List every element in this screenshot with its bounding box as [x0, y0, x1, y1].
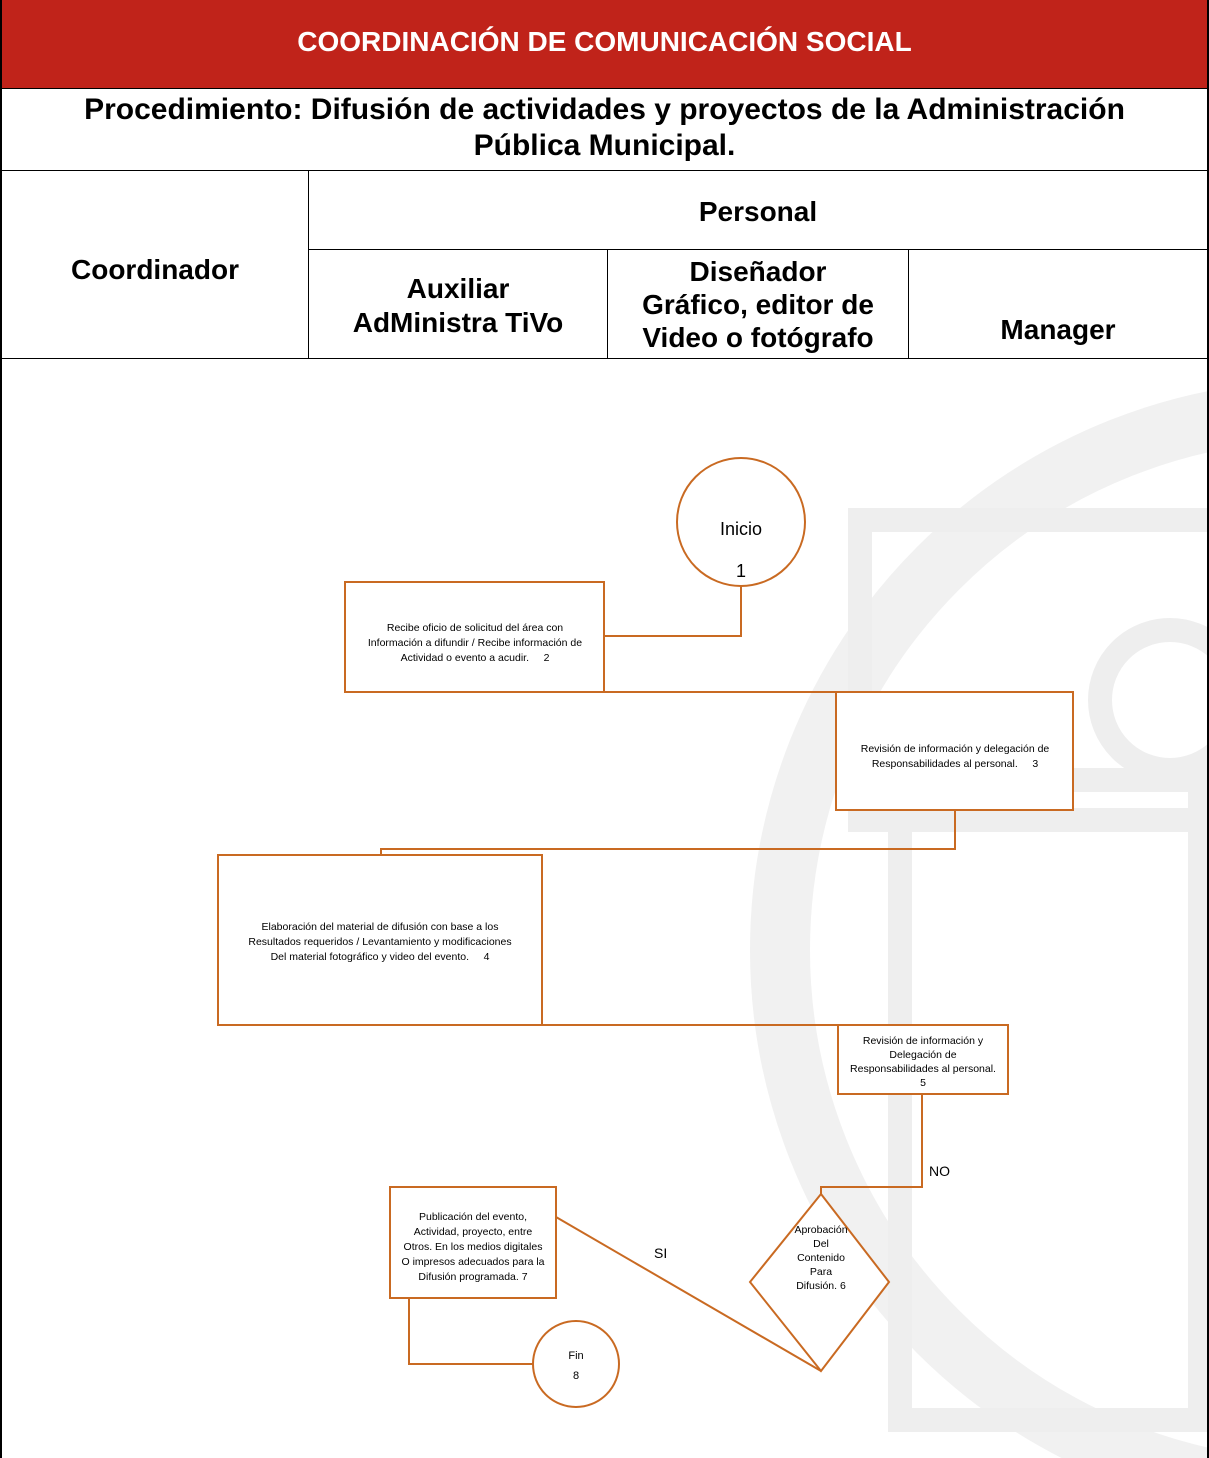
node-step7-box: [389, 1186, 557, 1299]
step5-line1: Revisión de información y: [863, 1035, 984, 1047]
step5-line4: 5: [920, 1077, 926, 1089]
page-title: COORDINACIÓN DE COMUNICACIÓN SOCIAL: [297, 26, 912, 57]
connector-5-6: [820, 1094, 923, 1194]
connector-6-7: [555, 1216, 822, 1372]
header-disenador-line1: Diseñador: [689, 256, 827, 287]
step2-line3: Actividad o evento a acudir. 2: [401, 652, 550, 664]
header-auxiliar: Auxiliar AdMinistra TiVo: [309, 272, 607, 340]
header-disenador-line2: Gráfico, editor de: [642, 289, 874, 320]
node-end-circle: [532, 1320, 620, 1408]
step7-line4: O impresos adecuados para la: [402, 1256, 545, 1268]
step6-line4: Para: [810, 1266, 832, 1278]
node-start-label: Inicio: [720, 519, 762, 539]
step3-line1: Revisión de información y delegación de: [861, 743, 1050, 755]
procedure-title: Procedimiento: Difusión de actividades y…: [0, 92, 1209, 164]
step4-line3: Del material fotográfico y video del eve…: [271, 951, 490, 963]
label-si: SI: [654, 1245, 667, 1261]
header-personal: Personal: [698, 196, 818, 227]
procedure-title-line2: Pública Municipal.: [473, 129, 736, 162]
step6-line3: Contenido: [797, 1252, 845, 1264]
node-start-number: 1: [736, 561, 746, 581]
procedure-title-line1: Procedimiento: Difusión de actividades y…: [84, 93, 1125, 126]
table-rule-col3: [908, 249, 909, 358]
step3-line2: Responsabilidades al personal. 3: [872, 758, 1039, 770]
connector-1-2: [604, 582, 742, 637]
table-rule-header-top: [0, 170, 1209, 171]
step6-line5: Difusión. 6: [796, 1280, 846, 1292]
node-step2-box: [344, 581, 605, 693]
table-rule-personal: [308, 249, 1209, 250]
header-auxiliar-line1: Auxiliar: [406, 273, 510, 304]
step7-line2: Actividad, proyecto, entre: [414, 1226, 533, 1238]
step6-line1: Aprobación: [794, 1224, 847, 1236]
step5-line2: Delegación de: [889, 1049, 956, 1061]
node-end-number: 8: [573, 1370, 579, 1382]
header-auxiliar-line2: AdMinistra TiVo: [352, 307, 564, 338]
connector-7-8: [408, 1298, 537, 1365]
table-border-right: [1207, 0, 1209, 1458]
step2-line2: Información a difundir / Recibe informac…: [368, 637, 582, 649]
label-no: NO: [929, 1163, 950, 1179]
header-disenador-line3: Video o fotógrafo: [642, 322, 874, 353]
node-step3-box: [835, 691, 1074, 811]
step2-line1: Recibe oficio de solicitud del área con: [387, 622, 563, 634]
header-coordinador: Coordinador: [71, 254, 239, 285]
node-start-circle: [676, 457, 806, 587]
node-step4-box: [217, 854, 543, 1026]
step7-line1: Publicación del evento,: [419, 1211, 527, 1223]
table-rule-col1: [308, 170, 309, 358]
table-rule-header-bottom: [0, 358, 1209, 359]
title-bar: COORDINACIÓN DE COMUNICACIÓN SOCIAL: [0, 0, 1209, 89]
step5-line3: Responsabilidades al personal.: [850, 1063, 996, 1075]
table-rule-col2: [607, 249, 608, 358]
node-step6-diamond: [748, 1192, 891, 1373]
step7-line3: Otros. En los medios digitales: [404, 1241, 543, 1253]
step7-line5: Difusión programada. 7: [418, 1271, 527, 1283]
table-border-left: [0, 0, 2, 1458]
node-step5-box: [837, 1024, 1009, 1095]
header-disenador: Diseñador Gráfico, editor de Video o fot…: [608, 255, 908, 354]
step4-line1: Elaboración del material de difusión con…: [262, 921, 499, 933]
node-end-label: Fin: [568, 1350, 583, 1362]
step4-line2: Resultados requeridos / Levantamiento y …: [248, 936, 511, 948]
header-manager: Manager: [1000, 314, 1116, 345]
connector-3-4: [380, 810, 956, 855]
step6-line2: Del: [813, 1238, 829, 1250]
